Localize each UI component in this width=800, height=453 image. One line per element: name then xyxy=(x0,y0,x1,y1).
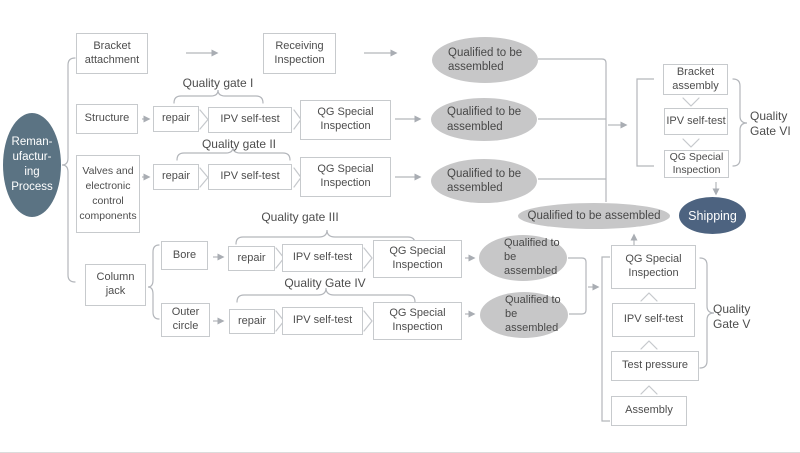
node-bracket-attachment: Bracket attachment xyxy=(76,33,148,74)
node-qg-special-inspection-row4: QG Special Inspection xyxy=(373,240,462,278)
chevron-gate6-down2-icon xyxy=(682,138,700,148)
brace-gate3 xyxy=(235,229,416,245)
node-ipv-self-test-row3: IPV self-test xyxy=(208,164,292,190)
node-ipv-self-test-row2: IPV self-test xyxy=(208,107,292,133)
chevron-gate5-up2-icon xyxy=(640,340,658,350)
node-outer-circle: Outer circle xyxy=(161,303,210,337)
node-remanufacturing-process: Reman- ufactur- ing Process xyxy=(3,113,61,217)
node-ipv-self-test-gate6: IPV self-test xyxy=(664,108,728,135)
node-qg-special-inspection-gate6: QG Special Inspection xyxy=(664,150,729,178)
label-quality-gate-6: Quality Gate VI xyxy=(750,109,800,139)
brace-gate1 xyxy=(173,89,264,104)
chevron-row2-repair-icon xyxy=(199,109,209,130)
label-quality-gate-1: Quality gate I xyxy=(182,76,254,90)
chevron-gate5-up3-icon xyxy=(640,385,658,395)
node-repair-row4: repair xyxy=(228,246,275,271)
process-line-2: ufactur- xyxy=(12,151,52,164)
node-ipv-self-test-row5: IPV self-test xyxy=(282,307,363,335)
chevron-gate5-up1-icon xyxy=(640,292,658,302)
node-shipping: Shipping xyxy=(679,197,746,234)
gate5-label-line1: Quality xyxy=(713,302,751,316)
label-quality-gate-3: Quality gate III xyxy=(261,210,339,224)
label-quality-gate-2: Quality gate II xyxy=(201,137,277,151)
node-structure: Structure xyxy=(76,104,138,134)
node-receiving-inspection: Receiving Inspection xyxy=(263,33,336,74)
node-qualified-row3: Qualified to be assembled xyxy=(431,159,537,203)
node-bore: Bore xyxy=(161,241,208,270)
gate5-label-line2: Gate V xyxy=(713,317,751,331)
node-repair-row3: repair xyxy=(153,164,199,190)
bracket-gate6 xyxy=(636,78,654,167)
node-qg-special-inspection-row2: QG Special Inspection xyxy=(300,100,391,140)
brace-gate2 xyxy=(176,146,291,161)
label-quality-gate-5: Quality Gate V xyxy=(713,302,768,332)
brace-gate6 xyxy=(732,78,748,167)
process-line-3: ing xyxy=(24,166,40,178)
process-line-1: Reman- xyxy=(11,136,53,149)
node-qg-special-inspection-gate5: QG Special Inspection xyxy=(611,245,696,289)
node-repair-row5: repair xyxy=(229,309,275,334)
chevron-gate6-down1-icon xyxy=(682,97,700,107)
node-column-jack: Column jack xyxy=(85,264,146,306)
node-valves-components: Valves and electronic control components xyxy=(76,155,140,233)
node-repair-row2: repair xyxy=(153,106,199,132)
node-qg-special-inspection-row3: QG Special Inspection xyxy=(300,157,391,197)
node-test-pressure: Test pressure xyxy=(611,351,699,381)
brace-gate4 xyxy=(236,287,416,303)
chevron-row5-test-icon xyxy=(363,310,373,332)
chevron-row3-repair-icon xyxy=(199,167,209,188)
node-ipv-self-test-row4: IPV self-test xyxy=(282,244,363,272)
gate6-label-line1: Quality xyxy=(750,109,788,123)
node-bracket-assembly: Bracket assembly xyxy=(663,64,728,95)
brace-process xyxy=(61,57,76,283)
node-qualified-row1: Qualified to be assembled xyxy=(432,37,538,83)
node-assembly: Assembly xyxy=(611,396,687,426)
chevron-row4-test-icon xyxy=(363,247,373,269)
gate6-label-line2: Gate VI xyxy=(750,124,791,138)
node-qualified-row4: Qualified to be assembled xyxy=(479,235,567,281)
bracket-gate5 xyxy=(601,256,610,422)
node-qualified-row5: Qualified to be assembled xyxy=(480,292,568,338)
brace-gate5 xyxy=(699,257,715,369)
node-qualified-final: Qualified to be assembled xyxy=(518,203,670,229)
node-qualified-row2: Qualified to be assembled xyxy=(431,98,537,141)
label-quality-gate-4: Quality Gate IV xyxy=(284,276,366,290)
process-line-4: Process xyxy=(11,180,53,193)
line-qualified45-collector xyxy=(568,257,587,315)
node-ipv-self-test-gate5: IPV self-test xyxy=(612,303,695,337)
node-qg-special-inspection-row5: QG Special Inspection xyxy=(373,302,462,340)
line-qualified1-collector xyxy=(538,58,607,202)
brace-column-jack xyxy=(147,244,160,320)
